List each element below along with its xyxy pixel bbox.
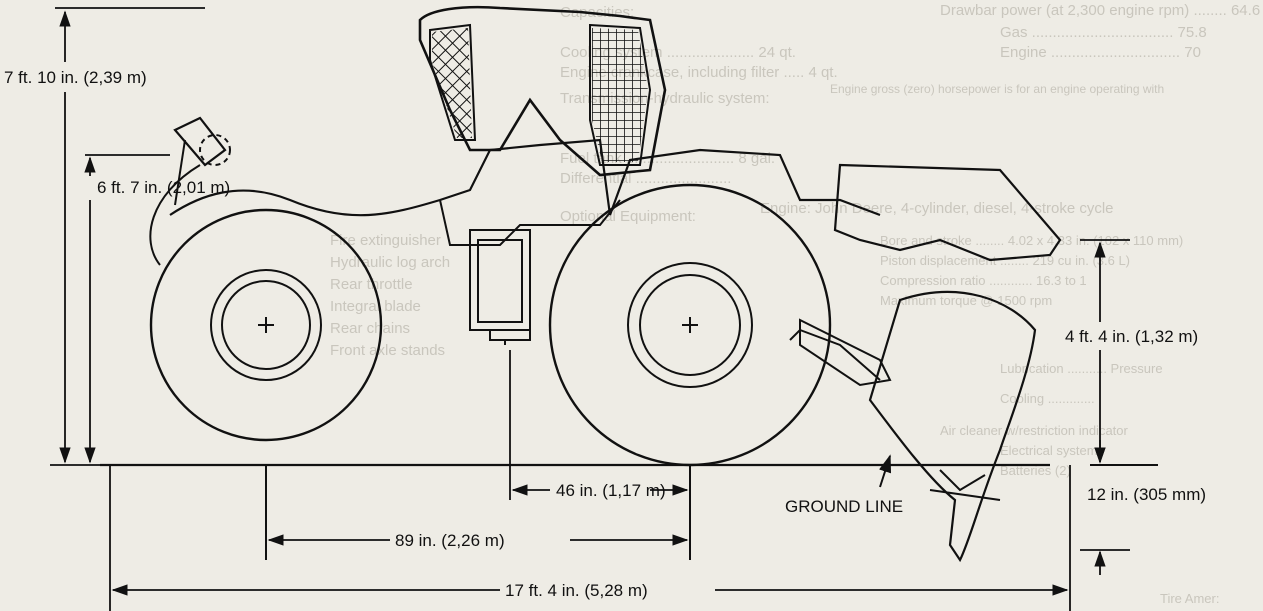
bleed-text: Engine gross (zero) horsepower is for an… xyxy=(830,82,1165,96)
bleed-text: Engine: John Deere, 4-cylinder, diesel, … xyxy=(760,200,1114,217)
ground-line-label: GROUND LINE xyxy=(785,497,903,516)
bleed-text: Tire Amer: xyxy=(1160,591,1220,606)
wheelbase-label: 89 in. (2,26 m) xyxy=(395,531,505,550)
bleed-text: Maximum torque @ 1500 rpm xyxy=(880,293,1053,308)
blade-lift-label: 4 ft. 4 in. (1,32 m) xyxy=(1065,327,1198,346)
overall-length-label: 17 ft. 4 in. (5,28 m) xyxy=(505,581,648,600)
bleed-text: Optional Equipment: xyxy=(560,208,696,225)
bleed-text: Batteries (2) xyxy=(1000,463,1071,478)
bleed-text: Lubrication ........... Pressure xyxy=(1000,361,1163,376)
rear-wheel xyxy=(149,208,383,560)
bleed-text: Compression ratio ............ 16.3 to 1 xyxy=(880,273,1087,288)
roll-cage xyxy=(418,5,667,177)
bleed-text: Engine ............................... 7… xyxy=(1000,44,1201,61)
bleed-text: Air cleaner w/restriction indicator xyxy=(940,423,1128,438)
bleed-text: Rear chains xyxy=(330,320,411,337)
bleed-text: Gas .................................. 7… xyxy=(1000,24,1207,41)
bleed-text: Rear throttle xyxy=(330,276,413,293)
bleed-text: Drawbar power (at 2,300 engine rpm) ....… xyxy=(940,2,1261,19)
bleed-text: Electrical system xyxy=(1000,443,1098,458)
overall-height-label: 7 ft. 10 in. (2,39 m) xyxy=(4,68,147,87)
log-arch xyxy=(149,116,231,266)
front-blade xyxy=(789,163,1062,563)
bleed-text: Hydraulic log arch xyxy=(330,254,451,271)
bleed-text: Piston displacement ........ 219 cu in. … xyxy=(880,253,1131,268)
axle-distance-label: 46 in. (1,17 m) xyxy=(556,481,666,500)
bleed-text: Integral blade xyxy=(330,298,421,315)
arch-height-label: 6 ft. 7 in. (2,01 m) xyxy=(97,178,230,197)
chassis-outline xyxy=(169,138,881,217)
blade-drop-label: 12 in. (305 mm) xyxy=(1087,485,1206,504)
front-wheel xyxy=(548,183,832,560)
bleed-text: Cooling ............. xyxy=(1000,391,1095,406)
